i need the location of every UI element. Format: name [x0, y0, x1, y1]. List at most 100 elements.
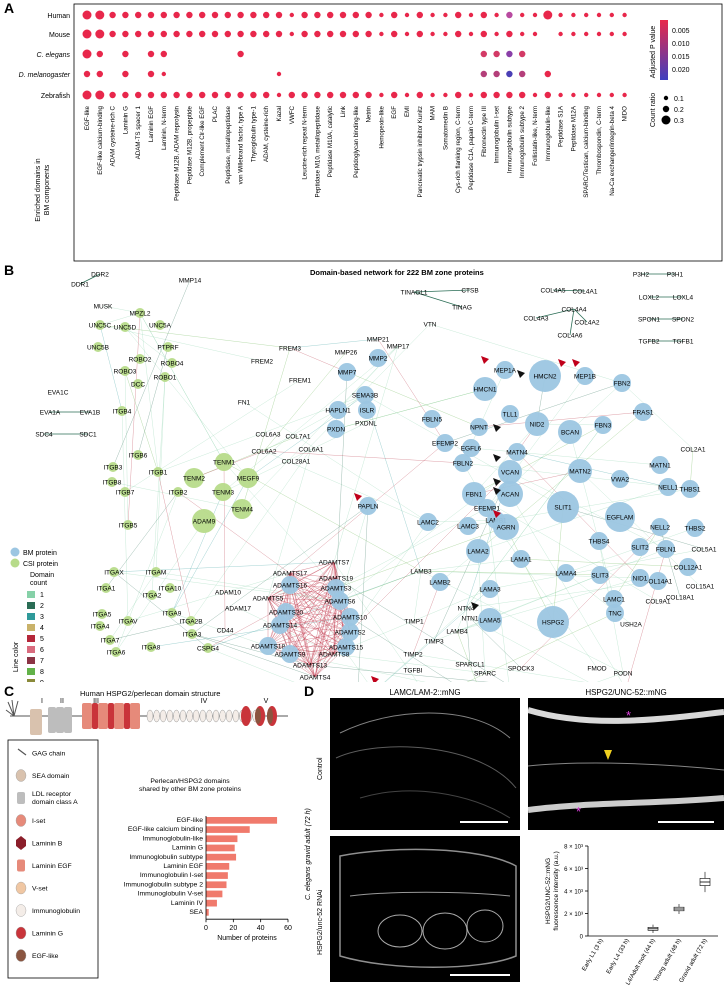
network-edge [207, 647, 295, 682]
network-edge [193, 435, 299, 479]
csi-protein-node [187, 629, 197, 639]
enrichment-dot [135, 91, 142, 99]
enrichment-dot [532, 12, 538, 18]
domain-label: EGF [391, 106, 398, 119]
legend-label: SEA domain [32, 773, 70, 780]
bar [206, 853, 237, 861]
node-label: MATN1 [649, 463, 671, 470]
marker-arrowhead [371, 676, 379, 682]
node-label: CD44 [217, 628, 234, 635]
bm-protein-node [611, 470, 629, 488]
network-edge [569, 308, 575, 336]
network-edge [456, 607, 467, 632]
csi-protein-node [203, 643, 213, 653]
network-edge [659, 526, 681, 598]
node-label: LOXL2 [639, 295, 660, 302]
enrichment-dot [122, 30, 129, 38]
network-edge [243, 401, 429, 523]
bm-protein-node [686, 519, 704, 537]
network-edge [309, 561, 335, 666]
network-edge [364, 394, 422, 572]
node-label: HAPLN1 [325, 408, 351, 415]
network-edge [222, 345, 399, 493]
colorbar-tick: 0.015 [672, 54, 690, 61]
enrichment-dot [275, 30, 283, 38]
legend-label: EGF-like [32, 953, 59, 960]
legend-glyph [17, 748, 27, 756]
igg-domain [146, 709, 154, 723]
col2-title: HSPG2/UNC-52::mNG [585, 688, 667, 697]
domain-label: Link [340, 105, 347, 117]
network-edge [309, 653, 335, 666]
marker-arrowhead [481, 356, 489, 364]
domain-label: NIDO [622, 106, 629, 122]
bm-protein-node [649, 572, 667, 590]
species-label: Zebrafish [41, 93, 70, 100]
csi-protein-node [95, 621, 105, 631]
domain-segment [30, 709, 42, 735]
enrichment-dot [480, 50, 487, 58]
csi-protein-node [214, 483, 232, 501]
enrichment-dot [520, 12, 525, 18]
csi-protein-node [135, 308, 145, 318]
bm-protein-node [459, 517, 477, 535]
panel-a-letter: A [4, 0, 15, 16]
network-edge [115, 520, 205, 653]
enrichment-dot [391, 11, 398, 19]
enrichment-dot [237, 30, 244, 38]
node-label: PXDNL [355, 421, 377, 428]
csi-protein-node [155, 320, 165, 330]
node-label: ISLR [360, 408, 375, 415]
node-label: SPON2 [672, 317, 694, 324]
x-category-label: Gravid adult (72 h) [679, 938, 709, 984]
panel-d-letter: D [304, 683, 315, 699]
enrichment-dot [404, 31, 410, 37]
network-edge [314, 653, 335, 678]
enrichment-dot [147, 11, 155, 19]
csi-protein-node [215, 453, 233, 471]
bm-protein-node [497, 481, 523, 507]
bm-protein-node [681, 480, 699, 498]
network-edge [102, 305, 141, 314]
domain-label: ADAM cysteine-rich C [110, 105, 117, 166]
enrichment-dot [506, 11, 513, 19]
node-label: COL6A1 [299, 447, 324, 454]
node-label: ITGAX [104, 570, 124, 577]
network-edge [267, 600, 341, 647]
legend-label: Immunoglobulin [32, 908, 80, 915]
node-label: MEGF9 [237, 476, 260, 483]
node-label: MMP7 [338, 370, 357, 377]
node-label: HSPG2 [542, 620, 564, 627]
marker-arrowhead [493, 478, 501, 486]
node-label: SLIT1 [554, 505, 572, 512]
network-edge [466, 612, 616, 682]
node-label: ADAMTS2 [335, 630, 366, 637]
bar-category-label: Immunoglobulin I-set [140, 872, 203, 879]
igg-domain [173, 709, 180, 723]
domain-segment [82, 703, 92, 729]
network-edge [109, 620, 192, 641]
node-label: FBN1 [466, 492, 483, 499]
size-legend-dot [662, 105, 670, 113]
enrichment-dot [596, 92, 602, 98]
node-label: P3H2 [633, 272, 650, 279]
domain-label: Peptidase M12B, propeptide [186, 105, 193, 184]
bm-protein-node [659, 478, 677, 496]
domain-label: ADAM-TS spacer 1 [135, 105, 142, 159]
domain-label: PLAC [212, 105, 219, 122]
csi-protein-node [160, 372, 170, 382]
domain-label: Immunoglobulin I-set [494, 106, 501, 164]
node-label: NELL2 [650, 525, 670, 532]
enrichment-dot [480, 70, 487, 78]
legend-count-label: 5 [40, 636, 44, 643]
bar [206, 872, 228, 879]
y-tick-label: 8 × 10³ [564, 845, 583, 851]
node-label: SMOC2 [495, 682, 519, 683]
domain-label: EMI [404, 106, 411, 117]
csi-protein-node [184, 468, 204, 488]
enrichment-dot [506, 50, 513, 58]
row-label-control: Control [317, 757, 324, 780]
